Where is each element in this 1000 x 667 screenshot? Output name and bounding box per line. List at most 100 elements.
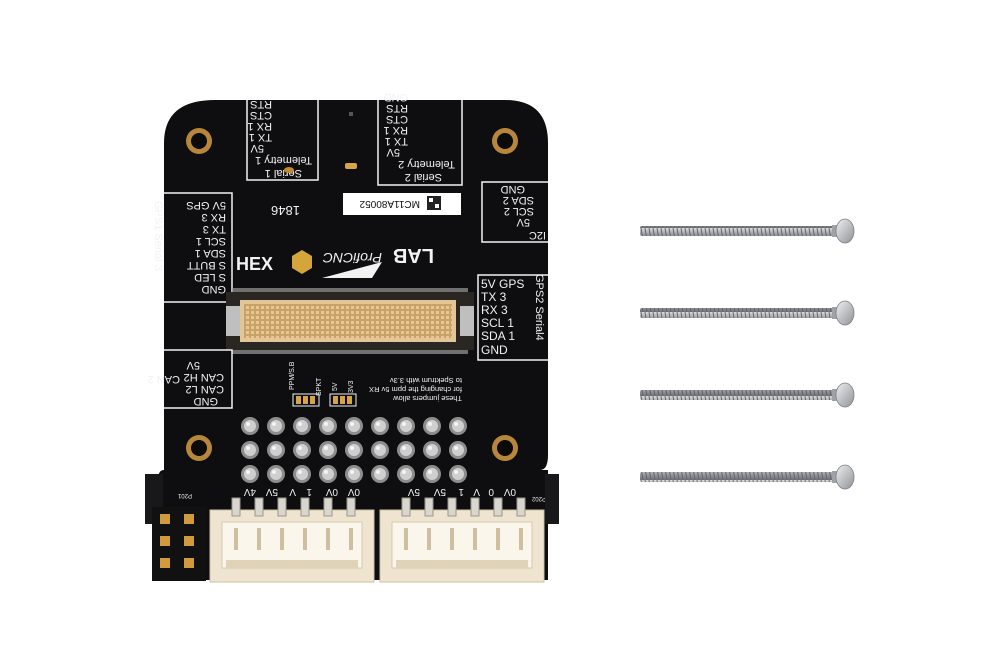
gps1-line: S BUTT xyxy=(187,259,226,271)
gps1-label-box: GND S LED S BUTT SDA 1 SCL 1 TX 3 RX 3 5… xyxy=(152,192,233,303)
pin-hole xyxy=(397,441,415,459)
lab-wordmark: LAB xyxy=(393,244,434,266)
jst-pin xyxy=(323,497,333,550)
pin-hole xyxy=(397,417,415,435)
pin-hole xyxy=(449,417,467,435)
gps2-line: TX 3 xyxy=(481,290,507,304)
jst-pin xyxy=(516,497,526,550)
gps2-label-box: 5V GPS TX 3 RX 3 SCL 1 SDA 1 GND GPS2 Se… xyxy=(477,274,548,361)
screw xyxy=(640,382,855,408)
solder-pad xyxy=(345,163,357,169)
jst-pin xyxy=(493,497,503,550)
connector-designator: P202 xyxy=(531,495,546,501)
pin-hole xyxy=(371,417,389,435)
pin-hole xyxy=(267,465,285,483)
i2c-label-box: I2C 5V SCL 2 SDA 2 GND xyxy=(481,181,548,243)
gps2-line: GND xyxy=(481,343,508,357)
pin-label: V xyxy=(473,486,480,497)
screw xyxy=(640,218,855,244)
pin-hole xyxy=(293,417,311,435)
jst-connector-right xyxy=(379,509,545,583)
screw-group xyxy=(640,218,855,490)
gps2-title: GPS2 Serial4 xyxy=(533,274,545,341)
pin-hole xyxy=(423,465,441,483)
telemetry2-line: Serial 2 xyxy=(405,171,442,183)
serial-number: MC11A80052 xyxy=(359,198,420,209)
pin-label: V xyxy=(289,486,296,497)
gps2-line: SCL 1 xyxy=(481,316,514,330)
telemetry2-line: GND xyxy=(384,91,409,103)
pin-hole-grid xyxy=(241,417,467,483)
pin-label: 1 xyxy=(306,486,312,497)
pin-hole xyxy=(345,417,363,435)
i2c-line: GND xyxy=(501,183,526,195)
gps1-line: TX 3 xyxy=(203,223,226,235)
pin-hole xyxy=(319,441,337,459)
jst-pin xyxy=(447,497,457,550)
telemetry1-line: 5V xyxy=(250,142,264,154)
mounting-hole xyxy=(186,128,212,154)
can2-title: CAN 2 xyxy=(148,373,180,385)
telemetry2-line: 5V xyxy=(386,146,400,158)
jumper-note-line: These jumpers allow xyxy=(393,394,462,403)
gps1-line: S LED xyxy=(194,271,226,283)
gps2-line: 5V GPS xyxy=(481,277,524,291)
i2c-line: 5V xyxy=(516,216,530,228)
telemetry1-label-box: Serial 1 Telemetry 1 5V TX 1 RX 1 CTS RT… xyxy=(246,98,319,181)
i2c-line: SCL 2 xyxy=(504,205,534,217)
gps1-line: RX 3 xyxy=(202,211,226,223)
pin-hole xyxy=(345,441,363,459)
hex-wordmark: HEX xyxy=(236,254,273,274)
jumper-note-line: to Spektrum with 3.3v xyxy=(390,376,462,385)
telemetry1-line: RTS xyxy=(250,98,272,110)
pin-label: 0V xyxy=(347,486,360,497)
screw xyxy=(640,300,855,326)
gps1-line: SCL 1 xyxy=(196,235,226,247)
jumper-label: PPM/S.B xyxy=(289,361,296,390)
board-connector xyxy=(226,288,474,354)
serial-sticker: MC11A80052 xyxy=(343,193,461,215)
pin-hole xyxy=(371,465,389,483)
jumper-label: 3V3 xyxy=(348,380,355,393)
telemetry1-line: RX 1 xyxy=(248,120,272,132)
telemetry1-line: CTS xyxy=(250,109,272,121)
header-pin xyxy=(160,514,170,524)
mounting-hole xyxy=(186,435,212,461)
pin-label: 4V xyxy=(243,486,256,497)
pin-hole xyxy=(449,465,467,483)
telemetry1-line: Telemetry 1 xyxy=(255,154,312,166)
telemetry2-line: CTS xyxy=(386,113,408,125)
i2c-line: I2C xyxy=(529,229,546,241)
jst-pin xyxy=(277,497,287,550)
pin-label: 0V xyxy=(503,486,516,497)
gps1-line: 5V GPS xyxy=(186,199,226,211)
pin-hole xyxy=(319,417,337,435)
can2-line: CAN H2 xyxy=(184,371,224,383)
pin-hole xyxy=(397,465,415,483)
pin-hole xyxy=(345,465,363,483)
screw xyxy=(640,464,855,490)
pin-hole xyxy=(267,417,285,435)
mounting-hole xyxy=(492,435,518,461)
mounting-hole xyxy=(492,128,518,154)
can2-line: CAN L2 xyxy=(185,383,224,395)
jst-pin xyxy=(424,497,434,550)
telemetry1-line: TX 1 xyxy=(249,131,272,143)
jumper-label: 5V xyxy=(332,382,339,391)
jst-pin xyxy=(401,497,411,550)
pin-label: 5V xyxy=(407,486,420,497)
pin-hole xyxy=(241,441,259,459)
jst-pin xyxy=(346,497,356,550)
pcb-board: Serial 1 Telemetry 1 5V TX 1 RX 1 CTS RT… xyxy=(145,91,559,583)
connector-designator: P201 xyxy=(177,492,192,498)
pin-label: 1 xyxy=(458,486,464,497)
silkscreen-triangle xyxy=(322,262,382,278)
header-pin xyxy=(184,558,194,568)
telemetry2-label-box: Serial 2 Telemetry 2 5V TX 1 RX 1 CTS RT… xyxy=(377,91,463,186)
header-pin xyxy=(184,536,194,546)
pin-hole xyxy=(371,441,389,459)
pin-hole xyxy=(241,417,259,435)
solder-pad xyxy=(284,167,294,173)
gps2-line: SDA 1 xyxy=(481,329,515,343)
telemetry2-line: TX 1 xyxy=(385,135,408,147)
